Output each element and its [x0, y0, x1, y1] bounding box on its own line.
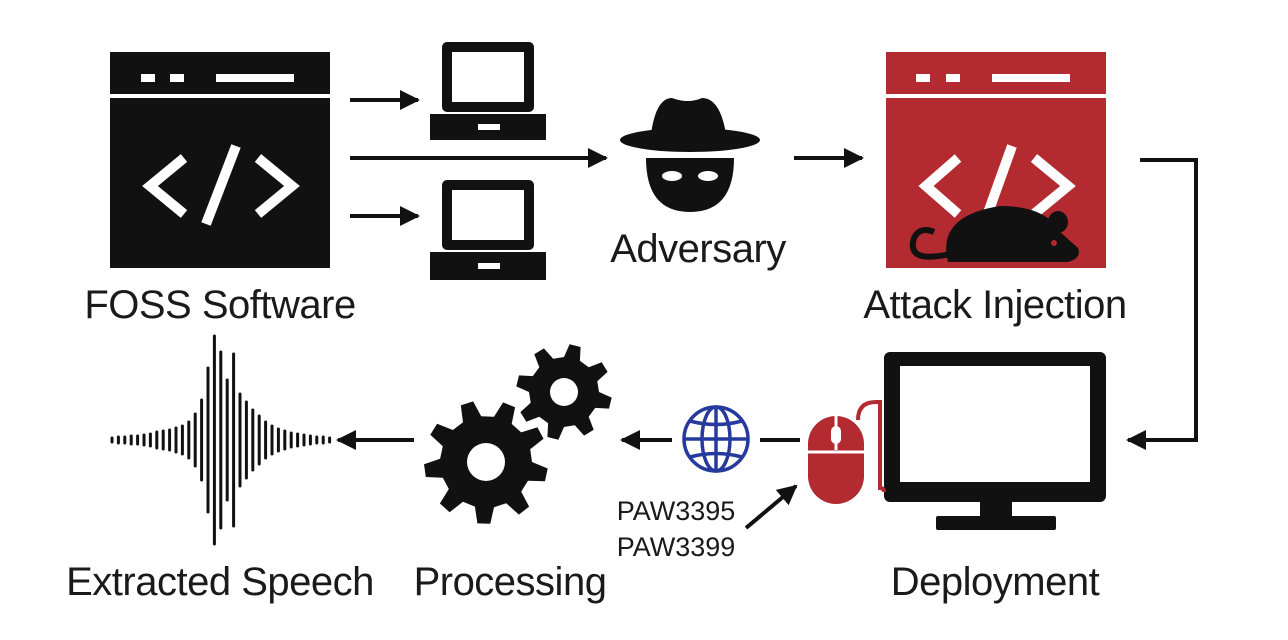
deployment-label: Deployment [891, 560, 1100, 604]
sound-wave-icon [110, 334, 332, 546]
sensor-arrow [744, 484, 798, 530]
speech-label: Extracted Speech [66, 560, 374, 604]
spy-icon [620, 98, 760, 212]
laptop-icon [430, 42, 546, 140]
gears-icon [424, 344, 612, 524]
code-window-with-rat-icon [886, 52, 1106, 268]
adversary-label: Adversary [610, 227, 786, 271]
monitor-icon [884, 352, 1106, 530]
code-window-icon [110, 52, 330, 268]
laptop-icon [430, 180, 546, 280]
processing-label: Processing [414, 560, 607, 604]
globe-icon [682, 405, 750, 473]
attack-label: Attack Injection [863, 283, 1126, 327]
computer-mouse-icon [808, 400, 886, 504]
arrow-to-deployment [1126, 158, 1198, 450]
sensor-label-1: PAW3395 [617, 496, 736, 526]
foss-label: FOSS Software [84, 283, 355, 327]
sensor-label-2: PAW3399 [617, 532, 736, 562]
